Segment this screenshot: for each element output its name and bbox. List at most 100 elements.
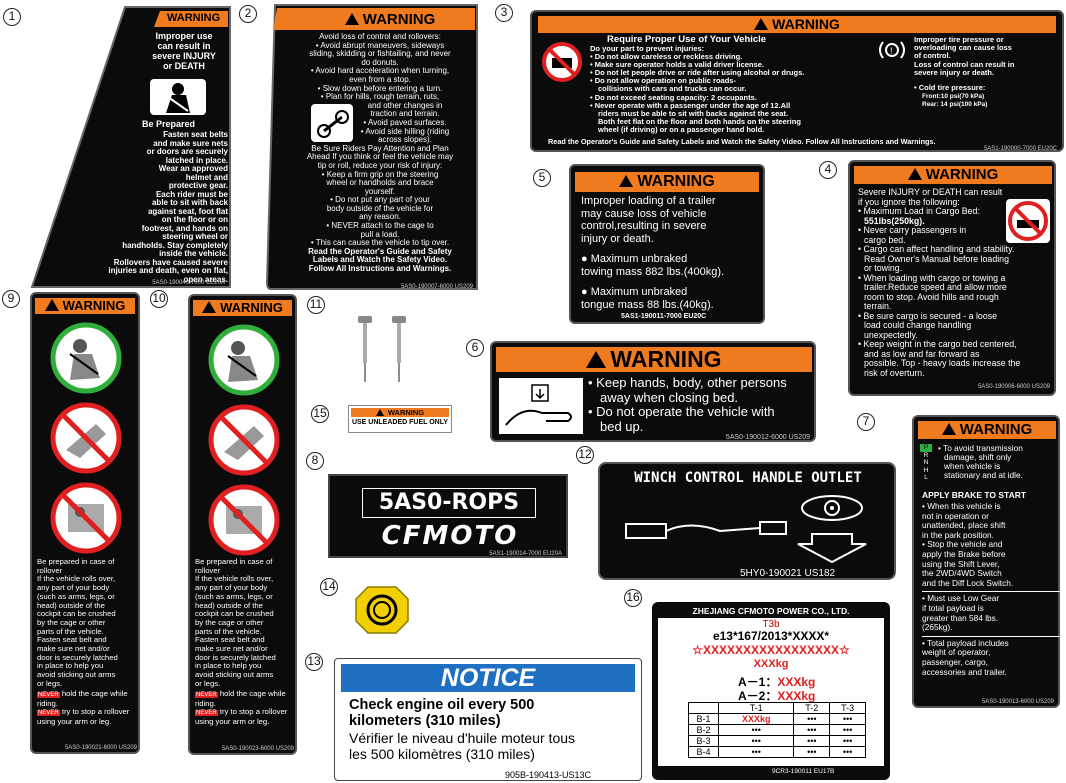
label-16-approval: e13*167/2013*XXXX*	[712, 629, 830, 643]
label-9-never: NEVER hold the cage while riding. NEVER …	[37, 689, 130, 727]
callout-number: 14	[320, 578, 338, 596]
callout-number: 6	[466, 339, 484, 357]
label-3-header: WARNING	[538, 16, 1056, 33]
rollover-pictogram-icon	[311, 104, 353, 142]
label-1-be-prepared: Be Prepared	[142, 119, 196, 129]
no-rollover-brace-icon	[50, 482, 122, 554]
callout-number: 12	[576, 446, 594, 464]
callout-number: 3	[495, 4, 513, 22]
callout-number: 11	[307, 296, 325, 314]
label-5-code: 5AS1-190011-7000 EU20C	[621, 313, 707, 320]
label-2-code: 5AS0-190007-6000 US209	[400, 284, 473, 290]
no-passengers-in-bed-icon	[1006, 199, 1050, 243]
seatbelt-pictogram-icon	[150, 79, 206, 115]
tire-pressure-icon: !	[879, 41, 905, 59]
callout-number: 15	[311, 405, 329, 423]
label-16-panel: T3b e13*167/2013*XXXX* ☆XXXXXXXXXXXXXXXX…	[658, 618, 884, 766]
label-13-header: NOTICE	[341, 664, 635, 692]
label-1-title: WARNING	[167, 12, 221, 24]
label-12-title: WINCH CONTROL HANDLE OUTLET	[634, 470, 862, 486]
label-1-code: 5AS0-190040-7000 CE20A	[152, 280, 225, 286]
label-7-code: 5AS0-190013-6000 US209	[981, 699, 1054, 705]
label-3-subtitle: Require Proper Use of Your Vehicle	[607, 34, 767, 45]
fuel-cap-ring-icon	[355, 586, 409, 634]
label-15-fuel-warning: WARNING USE UNLEADED FUEL ONLY	[348, 405, 452, 433]
label-3-body: Do your part to prevent injuries:• Do no…	[590, 44, 805, 134]
rops-text: 5AS0-ROPS	[362, 488, 536, 518]
svg-text:!: !	[890, 46, 893, 56]
label-16-company: ZHEJIANG CFMOTO POWER CO., LTD.	[692, 606, 850, 616]
label-16-a2: A－2：XXXkg	[738, 689, 816, 703]
no-arm-outside-icon	[208, 404, 280, 476]
label-2-body: Avoid loss of control and rollovers:• Av…	[306, 32, 454, 274]
callout-number: 4	[819, 161, 837, 179]
callout-number: 7	[857, 413, 875, 431]
no-reckless-driving-icon	[542, 42, 582, 82]
label-7-header: WARNING	[918, 421, 1056, 439]
label-16-t3b: T3b	[762, 619, 780, 630]
cfmoto-logo: CFMOTO	[381, 521, 519, 551]
label-3-tire-pressure: • Cold tire pressure:Front:10 psi(70 kPa…	[914, 83, 988, 108]
label-12-code: 5HY0-190021 US182	[740, 568, 836, 579]
hand-crush-icon	[499, 378, 583, 434]
label-6-header: WARNING	[496, 347, 812, 372]
label-4-cargo-warning: WARNING Severe INJURY or DEATH can resul…	[848, 160, 1056, 396]
label-1-shape	[30, 6, 231, 288]
seatbelt-ok-icon	[50, 322, 122, 394]
callout-number: 1	[3, 8, 21, 26]
label-9-header: WARNING	[35, 298, 135, 314]
label-16-vehicle-plate: ZHEJIANG CFMOTO POWER CO., LTD. T3b e13*…	[652, 602, 890, 780]
label-6-bed-warning: WARNING • Keep hands, body, other person…	[490, 341, 816, 442]
no-arm-outside-icon	[50, 402, 122, 474]
callout-number: 10	[150, 290, 168, 308]
callout-number: 2	[239, 5, 257, 23]
label-12-winch-outlet: WINCH CONTROL HANDLE OUTLET 5HY0-190021 …	[598, 462, 896, 580]
callout-number: 13	[305, 653, 323, 671]
label-15-header: WARNING	[351, 408, 449, 417]
label-3-footer: Read the Operator's Guide and Safety Lab…	[548, 137, 936, 146]
label-10-never: NEVER hold the cage while riding. NEVER …	[195, 689, 288, 727]
label-3-proper-use-warning: WARNING Require Proper Use of Your Vehic…	[530, 10, 1064, 152]
label-15-text: USE UNLEADED FUEL ONLY	[351, 419, 449, 426]
label-8-rops-plate: 5AS0-ROPS CFMOTO 5AS1-190014-7000 EU20A	[328, 474, 568, 558]
label-16-mass: XXXkg	[753, 658, 789, 670]
seatbelt-ok-icon	[208, 324, 280, 396]
callout-number: 8	[306, 452, 324, 470]
label-10-header: WARNING	[193, 300, 292, 316]
rivet-pair-icon	[358, 316, 406, 382]
label-4-header: WARNING	[854, 166, 1052, 184]
label-9-code: 5AS0-190021-6000 US209	[64, 745, 137, 751]
label-7-brake-title: APPLY BRAKE TO START	[922, 490, 1027, 500]
label-5-header: WARNING	[575, 172, 759, 192]
label-16-code: 9CR3-190011 EU17B	[772, 768, 835, 775]
callout-number: 9	[2, 290, 20, 308]
label-16-vin: ☆XXXXXXXXXXXXXXXXX☆	[692, 643, 850, 657]
callout-number: 5	[533, 169, 551, 187]
label-16-a1: A－1：XXXkg	[738, 675, 816, 689]
label-6-code: 5AS0-190012-6000 US209	[725, 434, 810, 441]
label-8-code: 5AS1-190014-7000 EU20A	[489, 551, 562, 557]
label-4-code: 5AS0-190006-6000 US209	[977, 384, 1050, 390]
no-rollover-brace-icon	[208, 484, 280, 556]
